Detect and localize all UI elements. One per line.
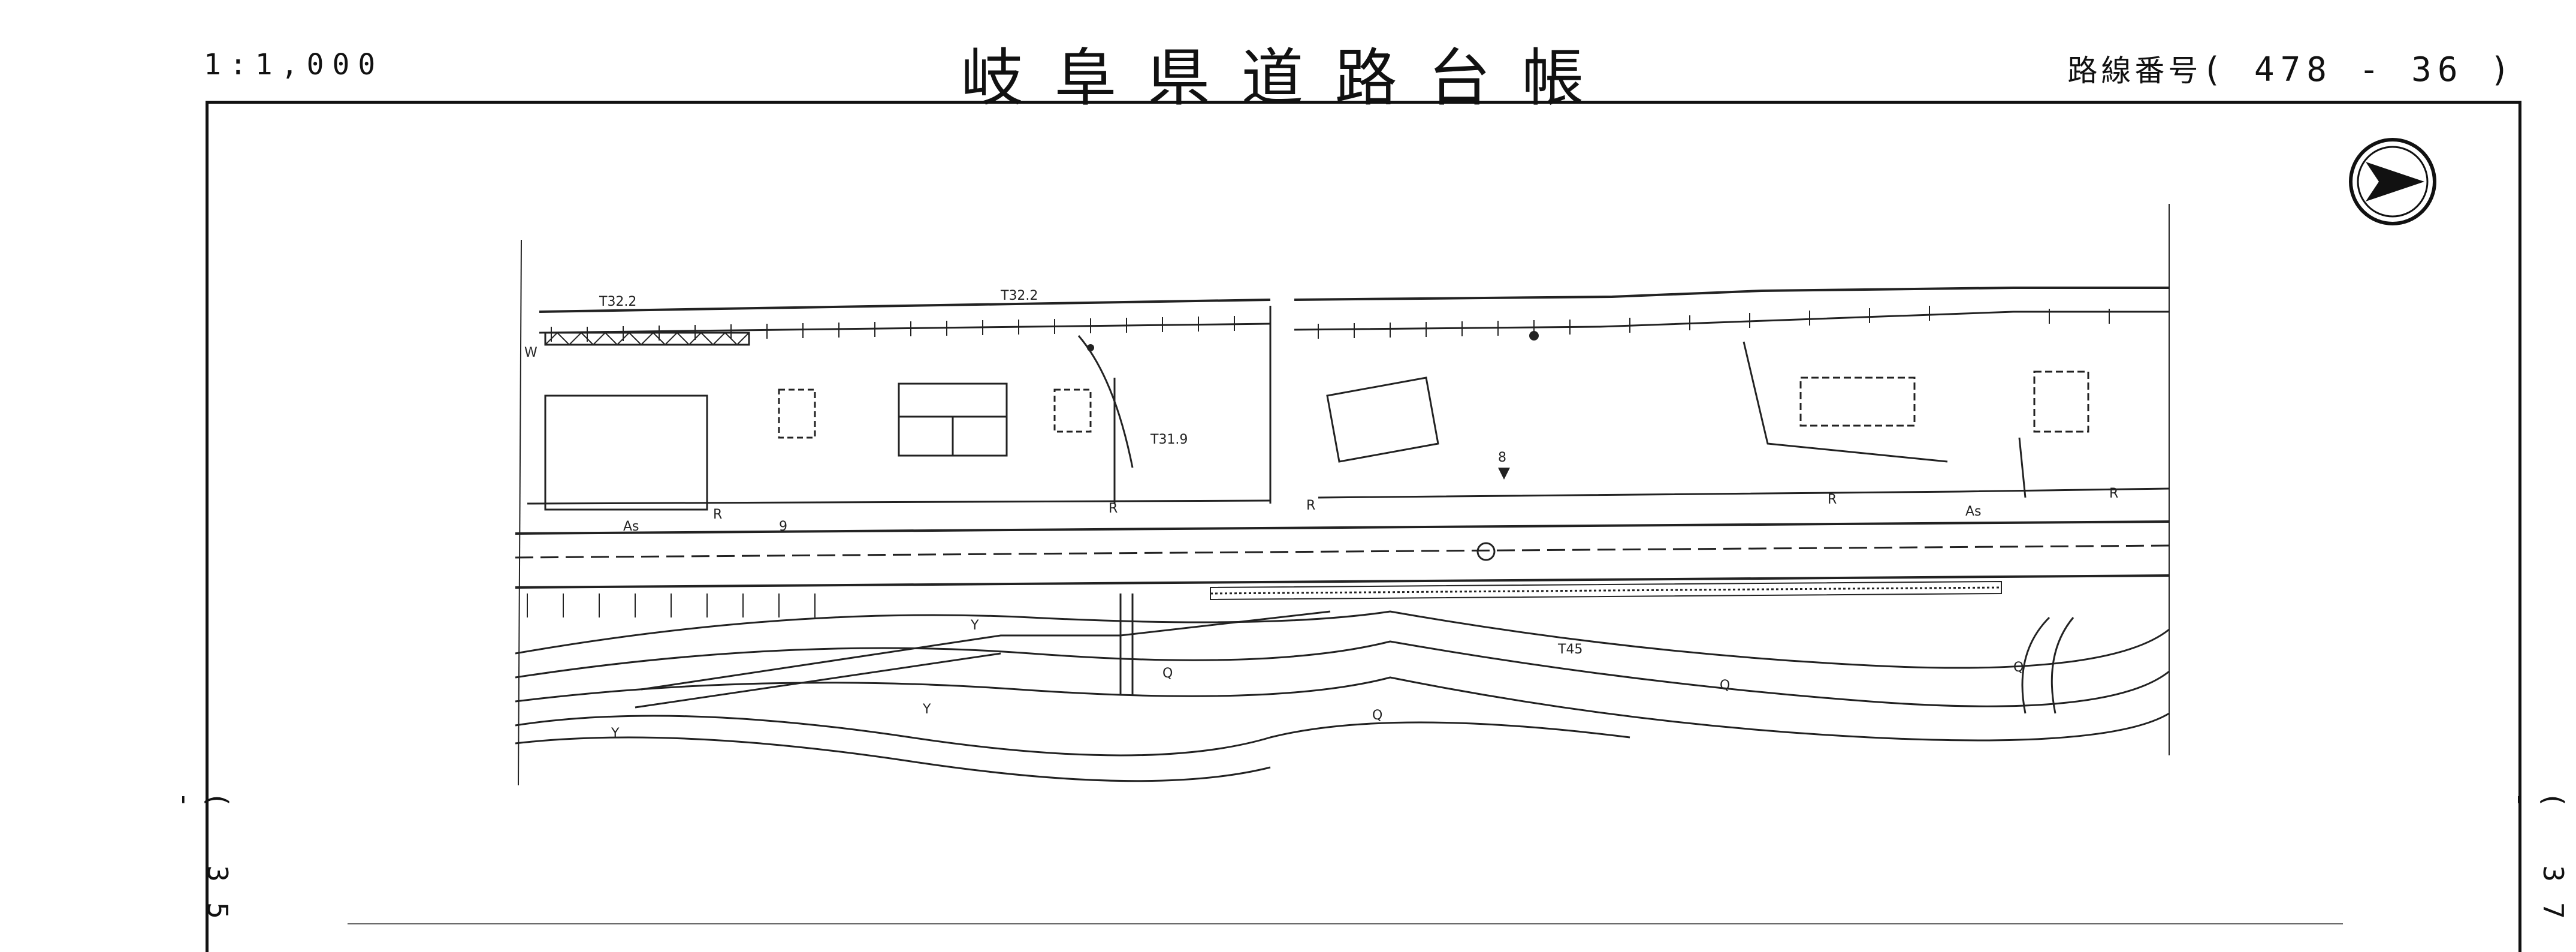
surface-label: R	[1828, 492, 1837, 507]
surface-label: R	[1109, 501, 1118, 516]
route-number-value: ( 478 - 36 )	[2201, 50, 2516, 89]
elevation-label: T32.2	[1000, 288, 1038, 303]
terrain-label: Q	[1720, 678, 1730, 693]
route-number-label: 路線番号	[2067, 53, 2202, 88]
elevation-label: T31.9	[1150, 432, 1188, 447]
terrain-label: Q	[1162, 666, 1173, 681]
surface-label: R	[713, 507, 722, 522]
point-label: 8	[1498, 450, 1506, 465]
north-arrow-icon	[2349, 138, 2436, 225]
terrain-label: Y	[611, 726, 620, 741]
road-plan-map: T32.2 T32.2 T31.9 T45 8 9 As As R R R R …	[515, 204, 2170, 785]
terrain-label: Y	[922, 702, 931, 717]
surface-label: As	[1965, 504, 1982, 519]
elevation-label: T45	[1557, 642, 1583, 657]
previous-sheet-ref[interactable]: ( 35 -	[169, 791, 234, 939]
terrain-label: Q	[2013, 660, 2024, 675]
bottom-rule	[348, 923, 2343, 924]
surface-label: R	[2109, 486, 2118, 501]
route-number: 路線番号( 478 - 36 )	[2067, 47, 2516, 149]
map-scale: 1:1,000	[204, 48, 384, 82]
surface-label: R	[1306, 498, 1315, 513]
terrain-label: W	[524, 345, 537, 360]
terrain-label: Q	[1372, 708, 1382, 723]
elevation-label: T32.2	[599, 294, 636, 309]
next-sheet-ref[interactable]: ( 37 -	[2505, 791, 2569, 939]
surface-label: As	[623, 519, 639, 534]
map-frame	[206, 101, 2521, 952]
point-label: 9	[779, 519, 787, 534]
terrain-label: Y	[970, 618, 979, 633]
